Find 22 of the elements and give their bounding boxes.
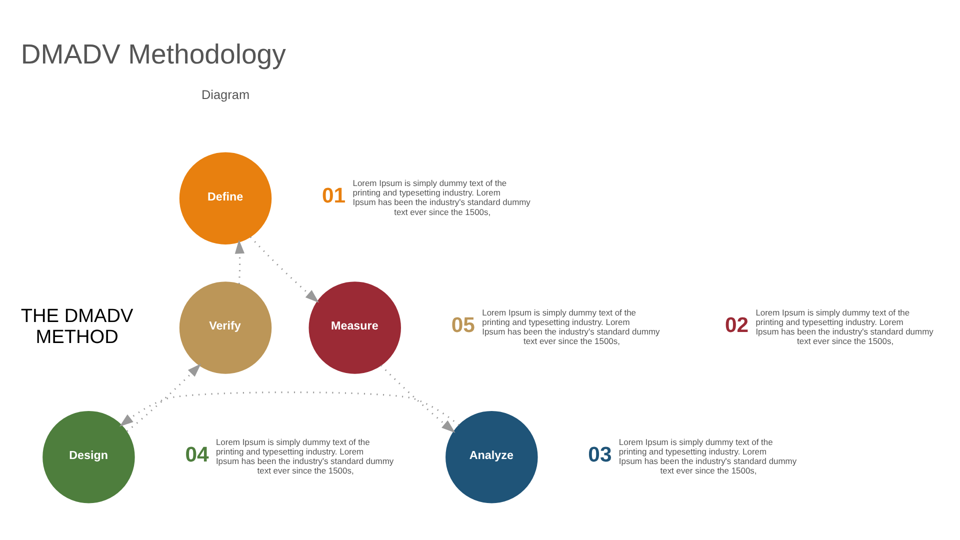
node-circle: Define <box>179 152 272 245</box>
label: Diagram <box>201 86 250 102</box>
node-label: 03 <box>588 443 612 466</box>
node-label: 05 <box>451 314 475 338</box>
arrow <box>250 236 319 303</box>
arrow <box>380 364 456 433</box>
arrow <box>119 391 460 427</box>
node-label: Lorem Ipsum is simply dummy text of the printing and typesetting industry. Lorem Ipsum has been the industry's standard dummy text ever since the 1500s, <box>216 436 394 476</box>
node-label: Lorem Ipsum is simply dummy text of the printing and typesetting industry. Lorem Ipsum has been the industry's standard dummy text ever since the 1500s, <box>482 307 660 346</box>
node-label: 04 <box>185 443 209 466</box>
node-label: 01 <box>322 184 346 208</box>
node-circle: Verify <box>179 282 272 374</box>
node-label: Lorem Ipsum is simply dummy text of the printing and typesetting industry. Lorem Ipsum has been the industry's standard dummy text ever since the 1500s, <box>756 307 934 346</box>
node-label: Lorem Ipsum is simply dummy text of the printing and typesetting industry. Lorem Ipsum has been the industry's standard dummy text ever since the 1500s, <box>352 178 530 217</box>
node-circle: Measure <box>308 282 401 374</box>
arrow <box>234 240 245 284</box>
diagram-title: DMADV Methodology <box>20 38 286 70</box>
node-circle: Analyze <box>446 411 538 504</box>
label: THE DMADV METHOD <box>20 306 134 348</box>
node-label: Lorem Ipsum is simply dummy text of the printing and typesetting industry. Lorem Ipsum has been the industry's standard dummy text ever since the 1500s, <box>618 436 797 476</box>
node-label: 02 <box>724 314 749 338</box>
arrow <box>126 364 202 432</box>
